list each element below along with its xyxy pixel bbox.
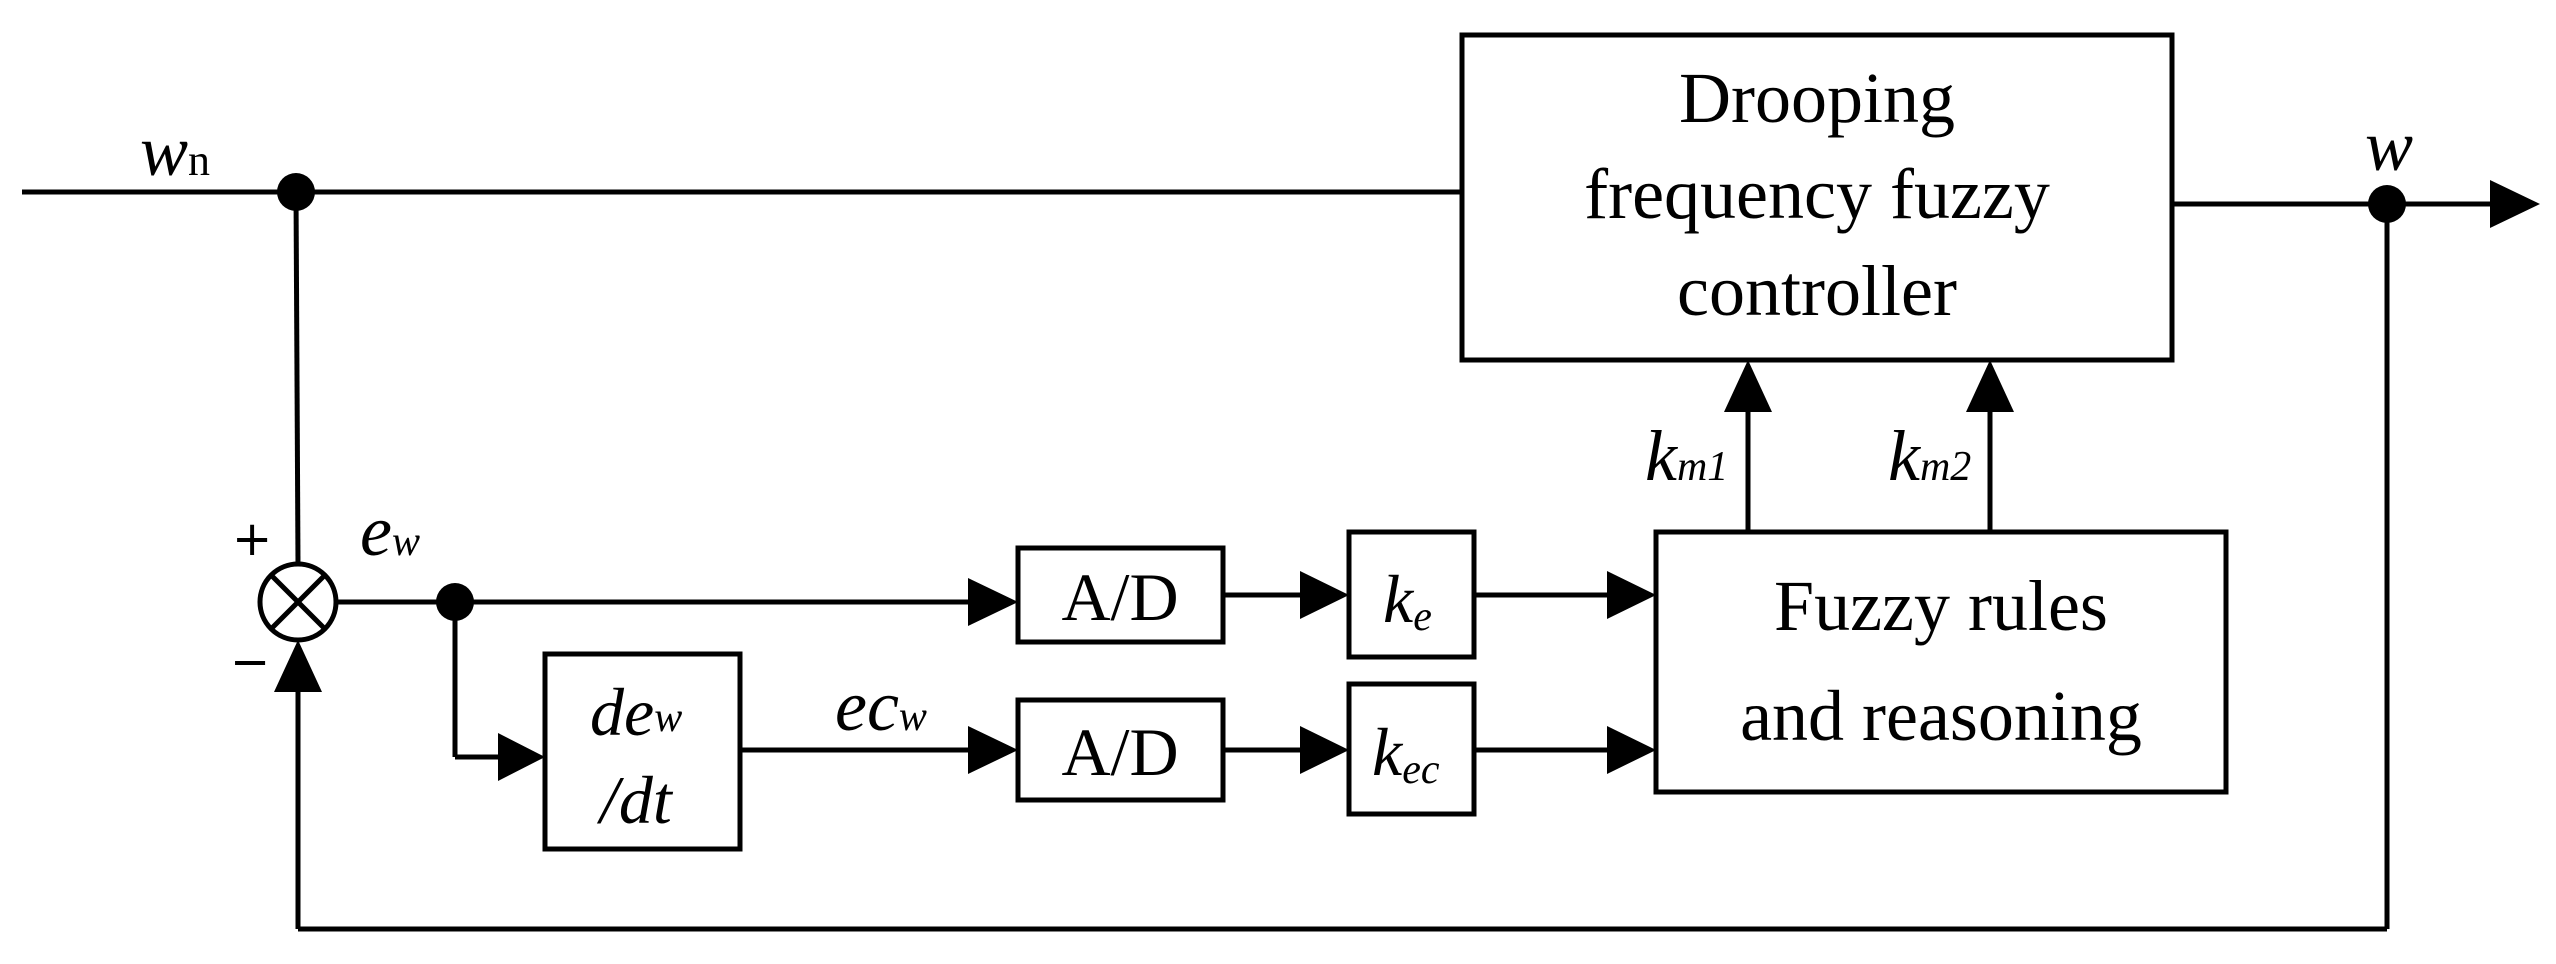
input-branch-dot [277, 173, 315, 211]
fuzzy-e-input-arrowhead [1607, 571, 1656, 619]
ad-top-label: A/D [1061, 559, 1178, 635]
output-signal-label: w [2365, 106, 2413, 186]
ad-bottom-input-arrowhead [968, 726, 1018, 774]
derivative-label-line2: /dt [596, 762, 674, 838]
derivative-input-arrowhead [498, 733, 545, 781]
ad-bottom-label: A/D [1061, 714, 1178, 790]
km1-signal-label: km1 [1645, 416, 1728, 496]
ke-input-arrowhead [1300, 571, 1349, 619]
summing-plus-sign: + [232, 511, 272, 567]
error-signal-label: ew [360, 491, 420, 571]
ad-converter-bottom-block: A/D [1015, 697, 1226, 803]
drooping-frequency-fuzzy-controller-block: Drooping frequency fuzzy controller [1459, 32, 2175, 363]
gain-kec-label: kec [1372, 714, 1440, 793]
input-signal-label: wn [140, 111, 210, 191]
km2-arrowhead [1966, 360, 2014, 412]
summing-junction [257, 561, 339, 643]
controller-label-line2: frequency fuzzy [1584, 154, 2050, 234]
fuzzy-rules-label-line2: and reasoning [1740, 676, 2142, 756]
error-branch-dot [436, 583, 474, 621]
derivative-block: dew /dt [542, 651, 743, 852]
fuzzy-ec-input-arrowhead [1607, 726, 1656, 774]
feedback-arrowhead [274, 640, 322, 692]
summing-minus-sign: − [230, 634, 270, 690]
output-branch-dot [2368, 185, 2406, 223]
derivative-label-line1: dew [590, 674, 682, 750]
km2-signal-label: km2 [1888, 416, 1971, 496]
fuzzy-rules-label-line1: Fuzzy rules [1774, 566, 2108, 646]
gain-ke-block: ke [1346, 529, 1477, 660]
km1-arrowhead [1724, 360, 1772, 412]
gain-kec-block: kec [1346, 681, 1477, 817]
fuzzy-rules-and-reasoning-block: Fuzzy rules and reasoning [1653, 529, 2229, 795]
gain-ke-label: ke [1383, 561, 1432, 640]
controller-label-line1: Drooping [1679, 58, 1955, 138]
output-arrowhead [2490, 180, 2540, 228]
arrowheads [274, 180, 2540, 781]
error-change-signal-label: ecw [835, 666, 927, 746]
ad-converter-top-block: A/D [1015, 545, 1226, 645]
kec-input-arrowhead [1300, 726, 1349, 774]
junction-dots [277, 173, 2406, 621]
ad-top-input-arrowhead [968, 578, 1018, 626]
controller-label-line3: controller [1677, 251, 1957, 331]
